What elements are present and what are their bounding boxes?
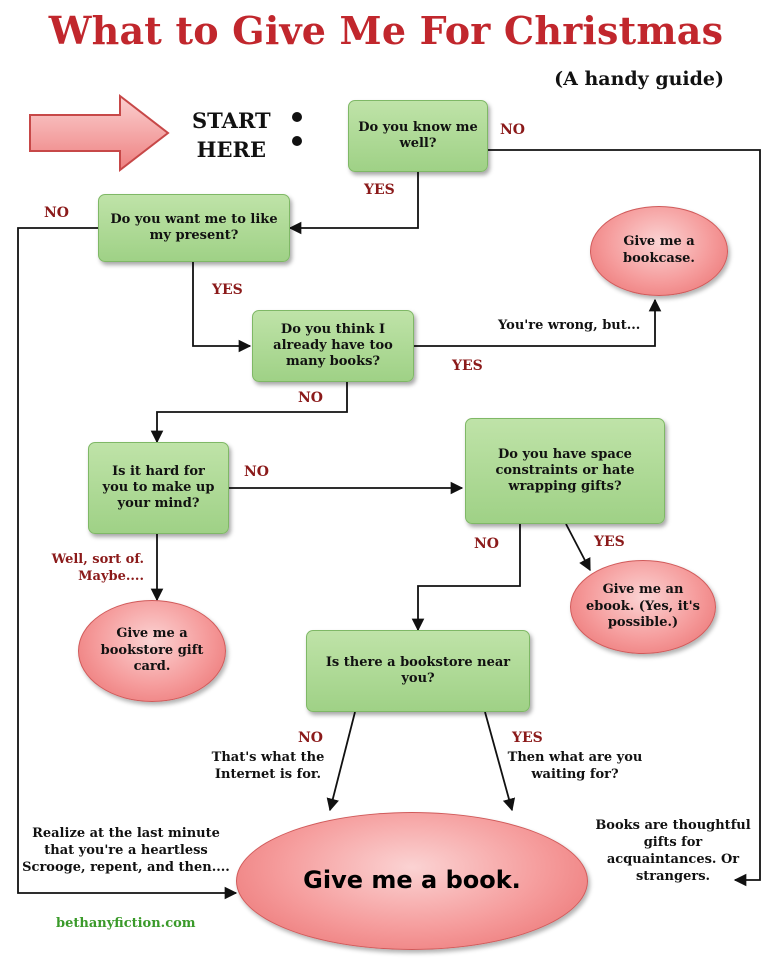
note-sort-of: Well, sort of. Maybe.... <box>51 552 144 584</box>
label-like-yes: YES <box>212 282 243 298</box>
node-hard-decide: Is it hard for you to make up your mind? <box>88 442 229 534</box>
label-space-yes: YES <box>594 534 625 550</box>
connector-space-no <box>411 524 521 632</box>
start-arrow-icon <box>29 93 170 173</box>
connector-bookstore-no <box>326 711 356 812</box>
outcome-book: Give me a book. <box>236 812 588 950</box>
node-bookstore-near: Is there a bookstore near you? <box>306 630 530 712</box>
node-space-constraints: Do you have space constraints or hate wr… <box>465 418 665 524</box>
label-bookstore-no: NO <box>298 730 323 746</box>
note-heartless: Realize at the last minute that you're a… <box>22 826 230 875</box>
note-waiting-for: Then what are you waiting for? <box>507 750 643 782</box>
label-toomany-yes: YES <box>452 358 483 374</box>
connector-toomany-yes <box>414 298 662 347</box>
node-know-me: Do you know me well? <box>348 100 488 172</box>
label-know-no: NO <box>500 122 525 138</box>
outcome-gift-card: Give me a bookstore gift card. <box>78 600 226 702</box>
label-toomany-no: NO <box>298 390 323 406</box>
node-too-many-books: Do you think I already have too many boo… <box>252 310 414 382</box>
start-here-label: START HERE <box>192 108 271 163</box>
label-hard-no: NO <box>244 464 269 480</box>
label-like-no: NO <box>44 205 69 221</box>
outcome-bookcase: Give me a bookcase. <box>590 206 728 296</box>
connector-space-yes <box>565 523 591 572</box>
connector-like-yes <box>192 262 252 353</box>
note-wrong-but: You're wrong, but... <box>498 318 641 333</box>
note-thoughtful: Books are thoughtful gifts for acquainta… <box>595 818 751 884</box>
outcome-ebook: Give me an ebook. (Yes, it's possible.) <box>570 560 716 654</box>
page-title: What to Give Me For Christmas <box>48 8 724 53</box>
connector-toomany-no <box>150 382 348 444</box>
label-space-no: NO <box>474 536 499 552</box>
label-bookstore-yes: YES <box>512 730 543 746</box>
credit-footer: bethanyfiction.com <box>56 916 196 931</box>
connector-like-no <box>17 227 238 900</box>
connector-bookstore-yes <box>484 711 516 812</box>
colon-icon <box>292 112 302 160</box>
note-internet-for: That's what the Internet is for. <box>211 750 325 782</box>
node-like-present: Do you want me to like my present? <box>98 194 290 262</box>
connector-know-no <box>488 149 761 887</box>
subtitle: (A handy guide) <box>554 68 724 90</box>
label-know-yes: YES <box>364 182 395 198</box>
connector-know-yes <box>288 172 419 235</box>
